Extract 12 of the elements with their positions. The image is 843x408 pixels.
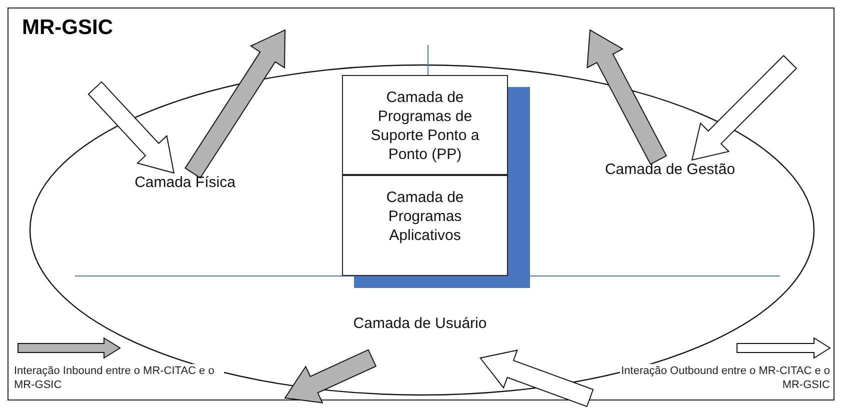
block-arrow	[284, 349, 377, 404]
block-arrow	[479, 350, 594, 408]
region-label: Camada de Usuário	[345, 314, 495, 358]
block-arrow	[691, 54, 798, 161]
region-label: Camada Física	[100, 173, 270, 197]
block-arrow	[184, 29, 286, 179]
layer-box: Camada de Programas de Suporte Ponto a Ponto (PP)	[342, 75, 508, 175]
layer-box: Camada de Programas Aplicativos	[342, 175, 508, 276]
block-arrow	[88, 81, 175, 174]
diagram-title: MR-GSIC	[22, 16, 113, 40]
region-label: Camada de Gestão	[600, 160, 740, 204]
block-arrow	[586, 29, 668, 165]
